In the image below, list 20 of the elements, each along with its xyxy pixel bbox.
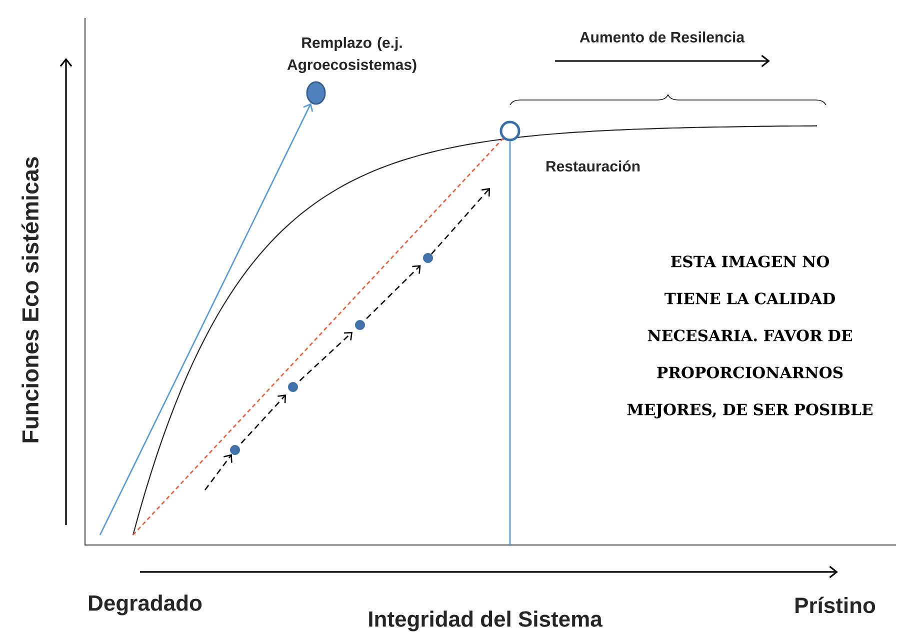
axis-label: Degradado bbox=[89, 594, 202, 616]
arrow bbox=[240, 394, 286, 444]
note-text: ESTA IMAGEN NO TIENE LA CALIDAD NECESARIA. FAVOR DE PROPORCIONARNOS MEJORES, DE SER POSIBLE bbox=[627, 256, 872, 418]
axis-label: Prístino bbox=[796, 596, 876, 614]
axis-label: Integridad del Sistema bbox=[369, 610, 602, 632]
arrow bbox=[366, 265, 421, 319]
point-marker bbox=[288, 382, 298, 392]
axis-label: Funciones Eco sistémicas bbox=[21, 157, 39, 442]
point-label: Remplazo (e.j. Agroecosistemas) bbox=[287, 36, 416, 74]
arrow bbox=[430, 188, 490, 255]
arrow bbox=[99, 103, 314, 536]
arrow bbox=[204, 454, 232, 490]
arrow bbox=[299, 332, 353, 382]
point-marker bbox=[306, 81, 326, 105]
point-marker bbox=[230, 444, 240, 455]
point-marker bbox=[355, 320, 365, 330]
point-marker bbox=[500, 120, 520, 142]
axis-label: Aumento de Resilencia bbox=[580, 31, 745, 42]
point-label: Restauración bbox=[546, 160, 640, 172]
point-marker bbox=[423, 252, 433, 263]
